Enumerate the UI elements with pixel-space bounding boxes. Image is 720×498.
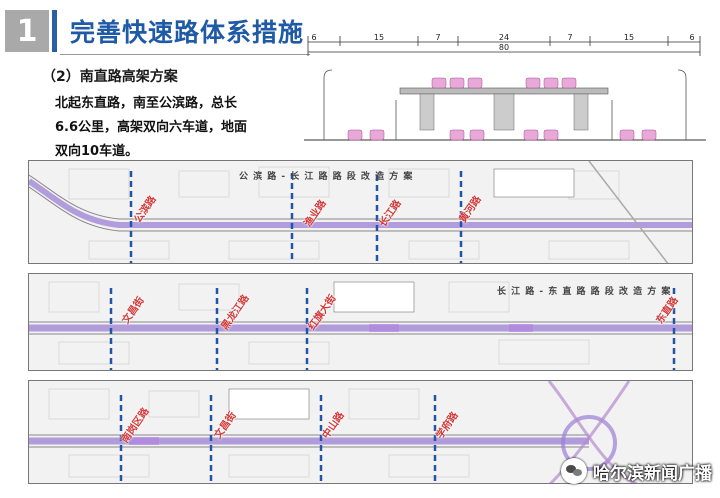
watermark-text: 哈尔滨新闻广播 xyxy=(593,463,712,484)
watermark: 哈尔滨新闻广播 xyxy=(561,458,712,484)
dim-label: 6 xyxy=(689,33,694,42)
slide-title: 完善快速路体系措施 xyxy=(70,18,305,47)
description: 北起东直路，南至公滨路，总长6.6公里，高架双向六车道，地面双向10车道。 xyxy=(55,96,248,159)
dim-label: 15 xyxy=(374,33,384,42)
wechat-icon xyxy=(561,458,587,484)
dim-label: 24 xyxy=(499,33,509,42)
dim-label: 7 xyxy=(435,33,440,42)
total-width-label: 80 xyxy=(499,43,509,52)
title-underline xyxy=(60,54,310,55)
dim-label: 6 xyxy=(311,33,316,42)
map-panel-1: 公 滨 路 - 长 江 路 路 段 改 造 方 案 公滨路 渔业路 长江路 黄河… xyxy=(28,160,693,264)
title-accent-bar xyxy=(52,10,57,52)
dim-label: 7 xyxy=(567,33,572,42)
panel-2-title: 长 江 路 - 东 直 路 路 段 改 造 方 案 xyxy=(497,287,672,297)
subtitle: （2）南直路高架方案 xyxy=(42,69,178,85)
panel-1-title: 公 滨 路 - 长 江 路 路 段 改 造 方 案 xyxy=(239,172,414,182)
dim-label: 15 xyxy=(624,33,634,42)
map-panel-2: 长 江 路 - 东 直 路 路 段 改 造 方 案 文昌街 黑龙江路 红旗大街 … xyxy=(28,273,693,371)
elevated-cross-section: 6 15 7 24 7 15 6 80 xyxy=(304,33,706,141)
section-number: 1 xyxy=(5,10,49,52)
